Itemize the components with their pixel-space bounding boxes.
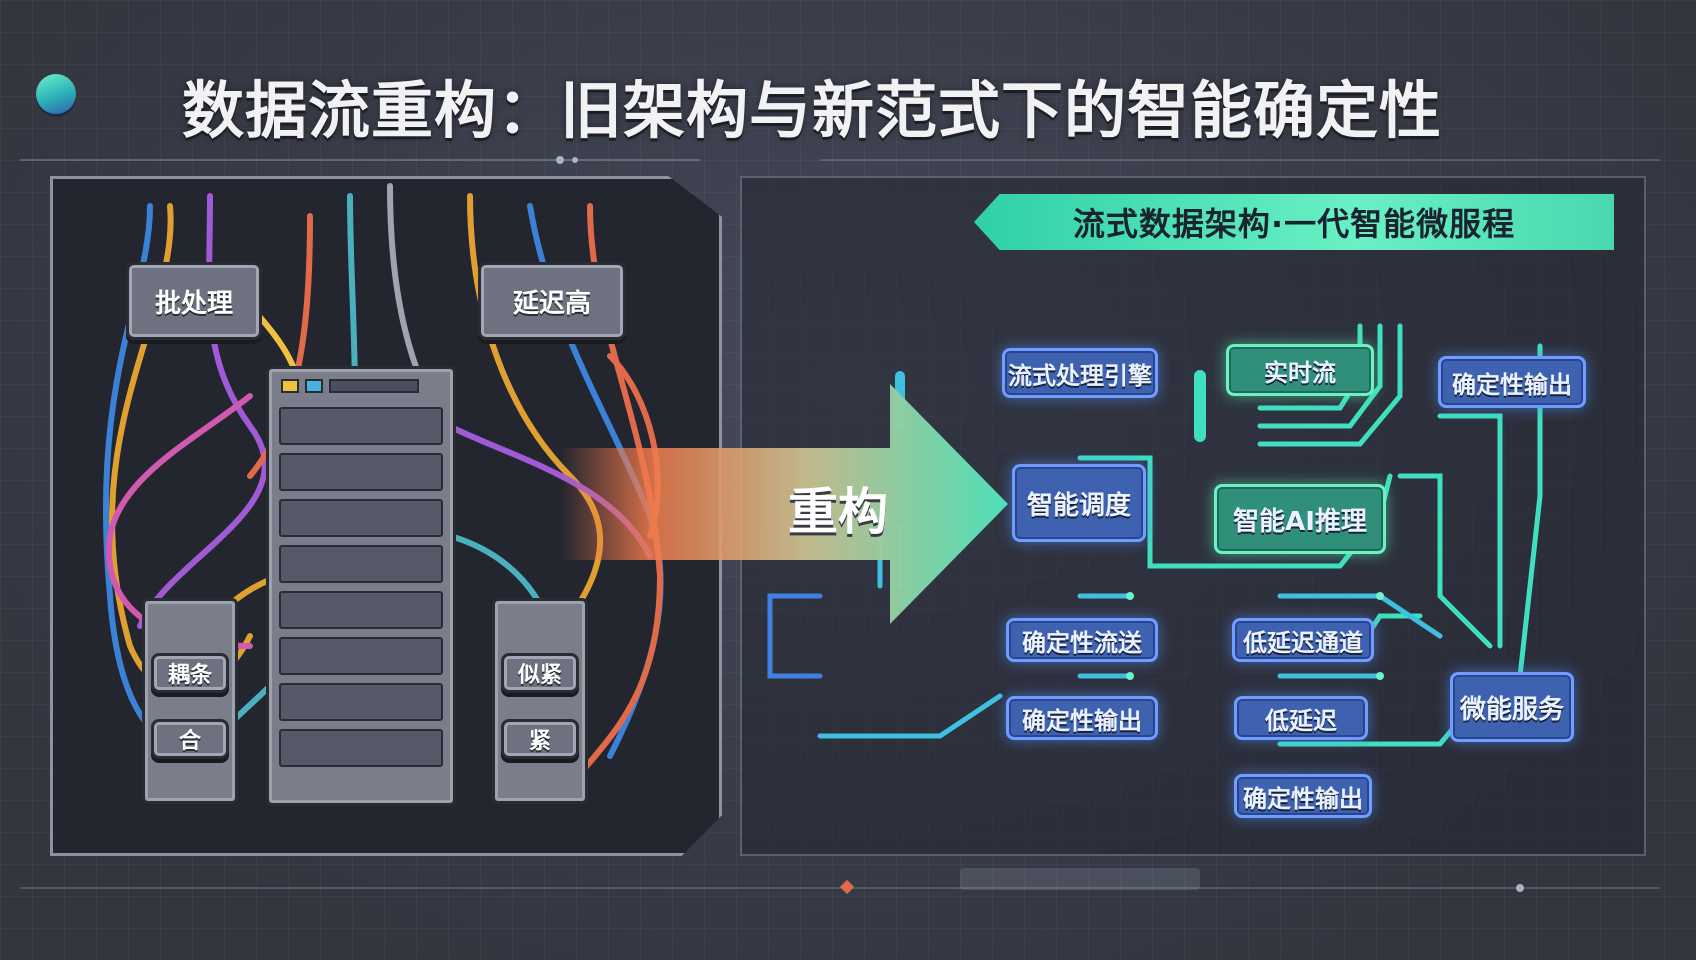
rack-unit <box>279 729 443 767</box>
coupled-label-box: 耦条 <box>151 653 229 693</box>
combined-label: 合 <box>178 729 201 754</box>
batch-label: 批处理 <box>154 288 233 319</box>
left-server-rack: 耦条 合 <box>142 598 238 804</box>
central-server-rack <box>266 366 456 806</box>
node-ai-inference: 智能AI推理 <box>1214 484 1386 554</box>
rack-unit <box>279 545 443 583</box>
coupled-label: 耦条 <box>167 663 212 688</box>
rack-unit <box>279 407 443 445</box>
right-server-rack: 似紧 紧 <box>492 598 588 804</box>
latency-label-box: 延迟高 <box>478 262 626 340</box>
rack-unit <box>279 591 443 629</box>
rack-unit <box>279 683 443 721</box>
batch-label-box: 批处理 <box>126 262 262 340</box>
node-smart-schedule: 智能调度 <box>1012 464 1146 542</box>
node-low-latency: 低延迟 <box>1234 696 1368 740</box>
node-realtime: 实时流 <box>1226 344 1374 396</box>
rack-indicators <box>281 379 441 399</box>
page-title: 数据流重构：旧架构与新范式下的智能确定性 <box>182 74 1443 147</box>
tight-label: 似紧 <box>517 663 562 688</box>
node-low-latency-channel: 低延迟通道 <box>1232 618 1374 662</box>
rack-unit <box>279 637 443 675</box>
node-deterministic-flow: 确定性流送 <box>1006 618 1158 662</box>
node-deterministic-out-top: 确定性输出 <box>1438 356 1586 408</box>
node-stream-engine: 流式处理引擎 <box>1002 348 1158 398</box>
latency-label: 延迟高 <box>512 288 591 319</box>
divider-top <box>20 156 1660 164</box>
transition-arrow <box>560 384 1008 624</box>
rack-unit <box>279 499 443 537</box>
logo-icon <box>36 74 76 114</box>
node-deterministic-out-bottom: 确定性输出 <box>1234 774 1372 818</box>
combined-label-box: 合 <box>151 719 229 759</box>
tight-label-box-2: 紧 <box>501 719 579 759</box>
divider-bottom <box>20 868 1660 895</box>
tight-label-box: 似紧 <box>501 653 579 693</box>
node-deterministic-out-mid: 确定性输出 <box>1006 696 1158 740</box>
tight-label-2: 紧 <box>528 729 551 754</box>
transition-label: 重构 <box>788 483 888 541</box>
rack-unit <box>279 453 443 491</box>
modern-banner: 流式数据架构·一代智能微服程 <box>974 194 1614 250</box>
node-microservice: 微能服务 <box>1450 672 1574 742</box>
